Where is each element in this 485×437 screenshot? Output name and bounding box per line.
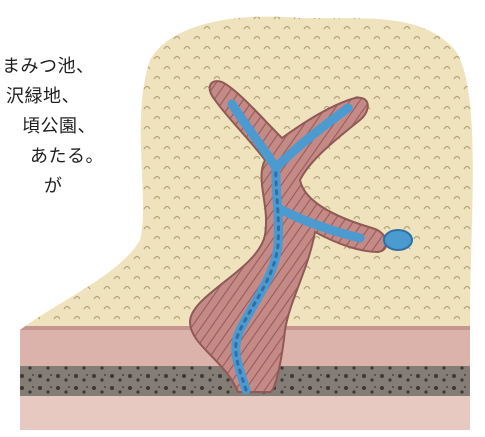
caption-text: まみつ池、 沢緑地、 頃公園、 あたる。 が	[0, 52, 140, 202]
spring-pool	[384, 230, 412, 250]
caption-line-2: 沢緑地、	[0, 82, 140, 112]
caption-line-4: あたる。	[0, 142, 140, 172]
caption-line-5: が	[0, 172, 140, 202]
caption-line-3: 頃公園、	[0, 112, 140, 142]
caption-line-1: まみつ池、	[0, 52, 140, 82]
soil-band-lower	[0, 396, 485, 430]
